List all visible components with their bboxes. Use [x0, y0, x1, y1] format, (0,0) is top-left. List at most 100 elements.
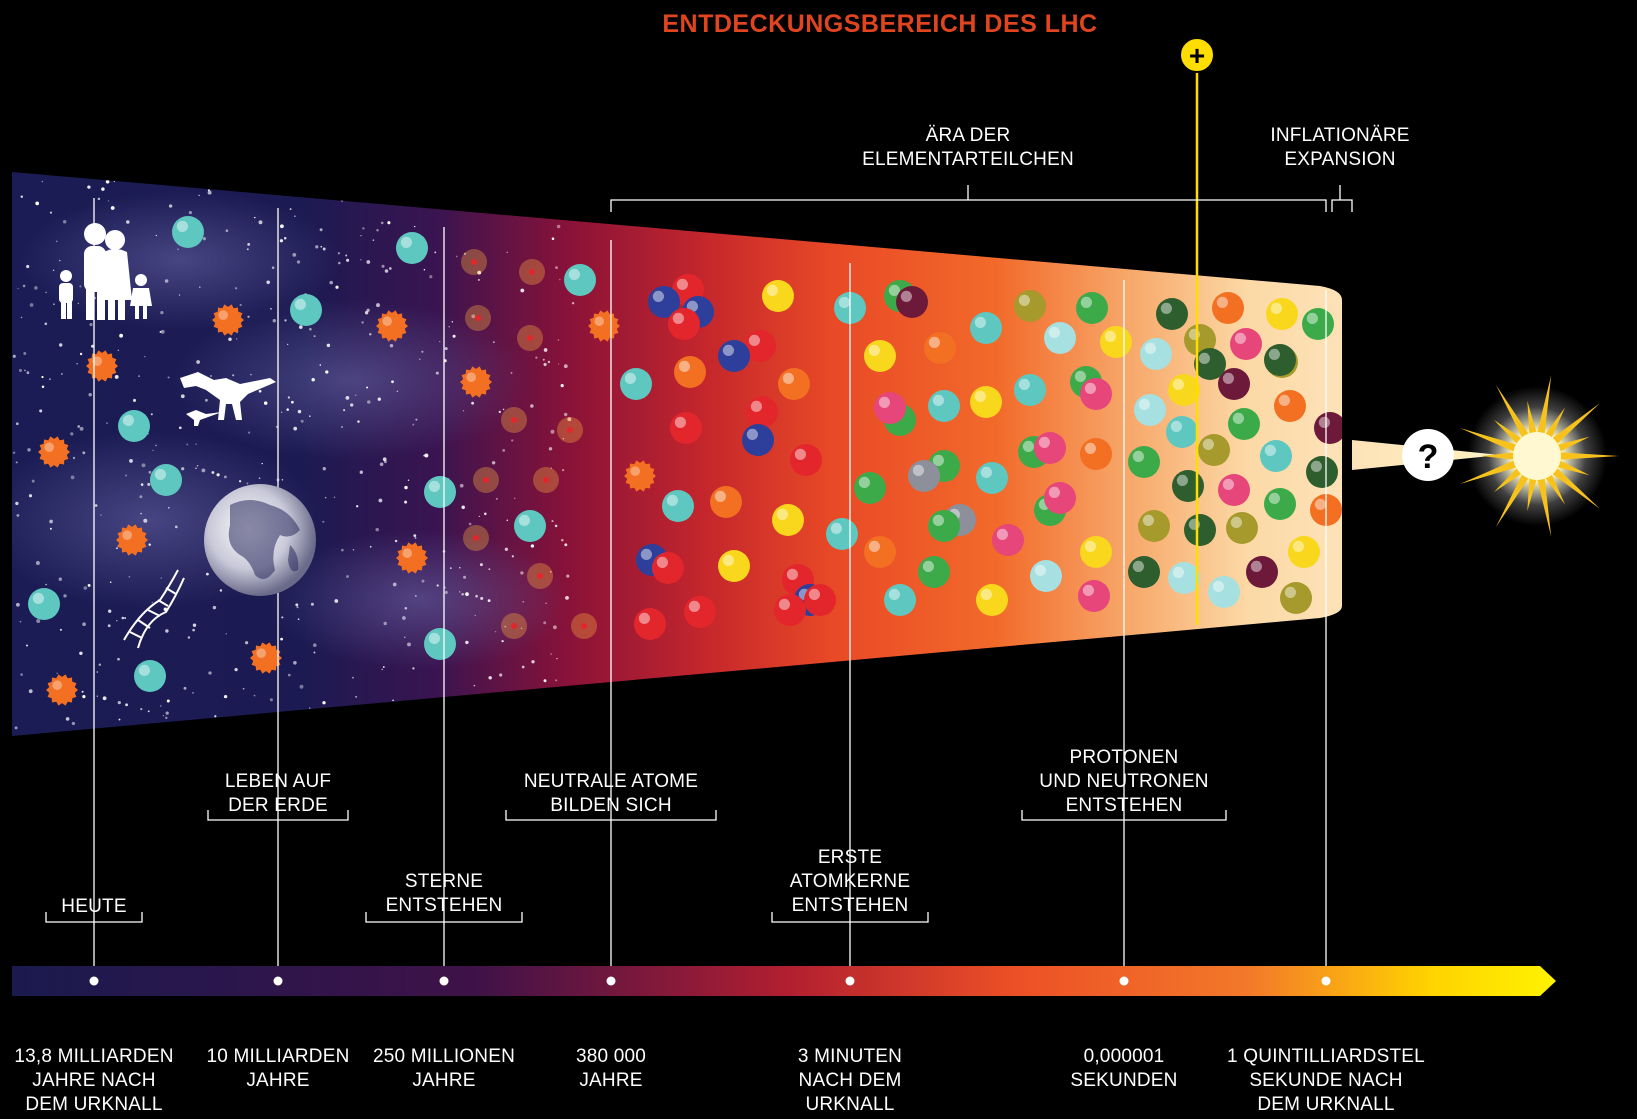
star: [501, 639, 504, 643]
star: [522, 601, 524, 603]
particle: [970, 386, 1002, 418]
particle-highlight: [688, 600, 701, 613]
particle: [1078, 580, 1110, 612]
star: [444, 347, 448, 351]
star: [272, 319, 276, 323]
star: [317, 192, 319, 195]
star: [435, 371, 439, 375]
particle: [1280, 582, 1312, 614]
particle: [1274, 390, 1306, 422]
star: [360, 234, 362, 237]
title: ENTDECKUNGSBEREICH DES LHC: [662, 10, 1098, 38]
star: [461, 593, 464, 596]
star: [387, 180, 390, 183]
star: [549, 571, 552, 573]
star: [195, 467, 197, 469]
star: [143, 518, 148, 523]
particle-highlight: [666, 494, 679, 506]
particle-highlight: [714, 490, 727, 502]
star: [383, 621, 387, 626]
star: [71, 721, 76, 726]
particle-highlight: [1084, 442, 1096, 454]
star: [61, 373, 63, 375]
star: [476, 729, 480, 733]
star: [101, 187, 105, 191]
star: [198, 194, 200, 197]
star: [97, 197, 101, 201]
star: [214, 715, 217, 718]
star: [520, 627, 523, 630]
particle: [928, 510, 960, 542]
particle-highlight: [1318, 416, 1330, 428]
particle-highlight: [1212, 580, 1224, 593]
star: [404, 500, 408, 504]
particle: [684, 596, 716, 628]
star: [385, 180, 388, 183]
particle: [1168, 374, 1200, 406]
star: [108, 609, 112, 613]
particle-highlight: [996, 528, 1009, 541]
particle-highlight: [1306, 312, 1318, 324]
particle: [884, 584, 916, 616]
star: [571, 302, 575, 305]
star: [110, 206, 115, 210]
star: [15, 422, 19, 426]
particle-highlight: [400, 236, 412, 248]
star: [34, 286, 38, 290]
particle-highlight: [838, 296, 851, 308]
star: [20, 673, 23, 676]
star: [299, 684, 304, 689]
star: [83, 586, 88, 590]
star: [475, 730, 477, 733]
particle: [648, 286, 680, 318]
particle: [1034, 432, 1066, 464]
star: [188, 211, 192, 215]
particle: [1080, 378, 1112, 410]
timeline-dot: [439, 976, 449, 986]
star: [269, 698, 273, 702]
particle-highlight: [1234, 332, 1246, 344]
particle: [670, 412, 702, 444]
star: [319, 364, 322, 366]
particle: [1044, 482, 1076, 514]
star: [41, 375, 44, 379]
event-label-line: ATOMKERNE: [789, 871, 911, 892]
event-label-line: ENTSTEHEN: [791, 895, 909, 916]
star: [79, 285, 82, 288]
star: [139, 495, 143, 499]
timeline-markers: [93, 198, 1327, 990]
star: [560, 383, 564, 388]
particle-highlight: [138, 664, 150, 677]
star: [394, 539, 398, 543]
star: [550, 653, 552, 655]
star: [225, 229, 229, 233]
particle-highlight: [1198, 352, 1210, 364]
star: [375, 527, 379, 532]
star: [96, 695, 98, 697]
star: [138, 375, 140, 377]
star: [35, 201, 40, 206]
star: [14, 726, 18, 730]
particle-highlight: [1104, 330, 1116, 342]
star: [436, 584, 439, 587]
star: [178, 294, 181, 296]
particle: [172, 216, 204, 248]
particle: [896, 286, 928, 318]
particle: [514, 510, 546, 542]
star: [407, 479, 410, 482]
era-label-line: ELEMENTARTEILCHEN: [862, 149, 1074, 170]
particle-highlight: [218, 310, 228, 321]
particle: [620, 368, 652, 400]
star: [263, 401, 268, 405]
star: [150, 413, 153, 416]
star: [487, 599, 491, 602]
particle: [38, 436, 70, 468]
particle: [1184, 514, 1216, 546]
star: [27, 448, 31, 452]
star: [545, 602, 547, 605]
particle: [250, 642, 282, 674]
particle-highlight: [1048, 326, 1060, 338]
particle-highlight: [858, 476, 871, 488]
particle-highlight: [652, 290, 665, 302]
